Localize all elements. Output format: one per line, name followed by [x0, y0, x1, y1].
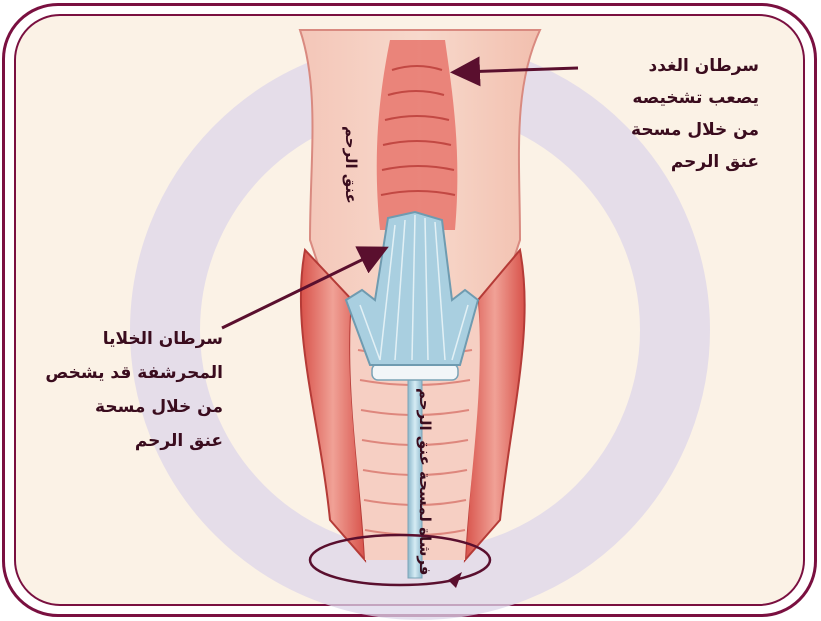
squamous-line-3: من خلال مسحة	[45, 390, 223, 424]
glandular-cancer-label: سرطان الغدد يصعب تشخيصه من خلال مسحة عنق…	[631, 50, 759, 178]
brush-collar	[372, 364, 458, 380]
cervix-label: عنق الرحم	[342, 126, 360, 204]
brush-label: فرشاة لمسحة عنق الرحم	[416, 388, 434, 576]
glandular-line-3: من خلال مسحة	[631, 114, 759, 146]
glandular-line-2: يصعب تشخيصه	[631, 82, 759, 114]
glandular-line-1: سرطان الغدد	[631, 50, 759, 82]
squamous-cancer-label: سرطان الخلايا المحرشفة قد يشخص من خلال م…	[45, 322, 223, 458]
squamous-line-1: سرطان الخلايا	[45, 322, 223, 356]
squamous-line-4: عنق الرحم	[45, 424, 223, 458]
squamous-line-2: المحرشفة قد يشخص	[45, 356, 223, 390]
glandular-line-4: عنق الرحم	[631, 146, 759, 178]
endocervical-canal	[377, 40, 458, 230]
